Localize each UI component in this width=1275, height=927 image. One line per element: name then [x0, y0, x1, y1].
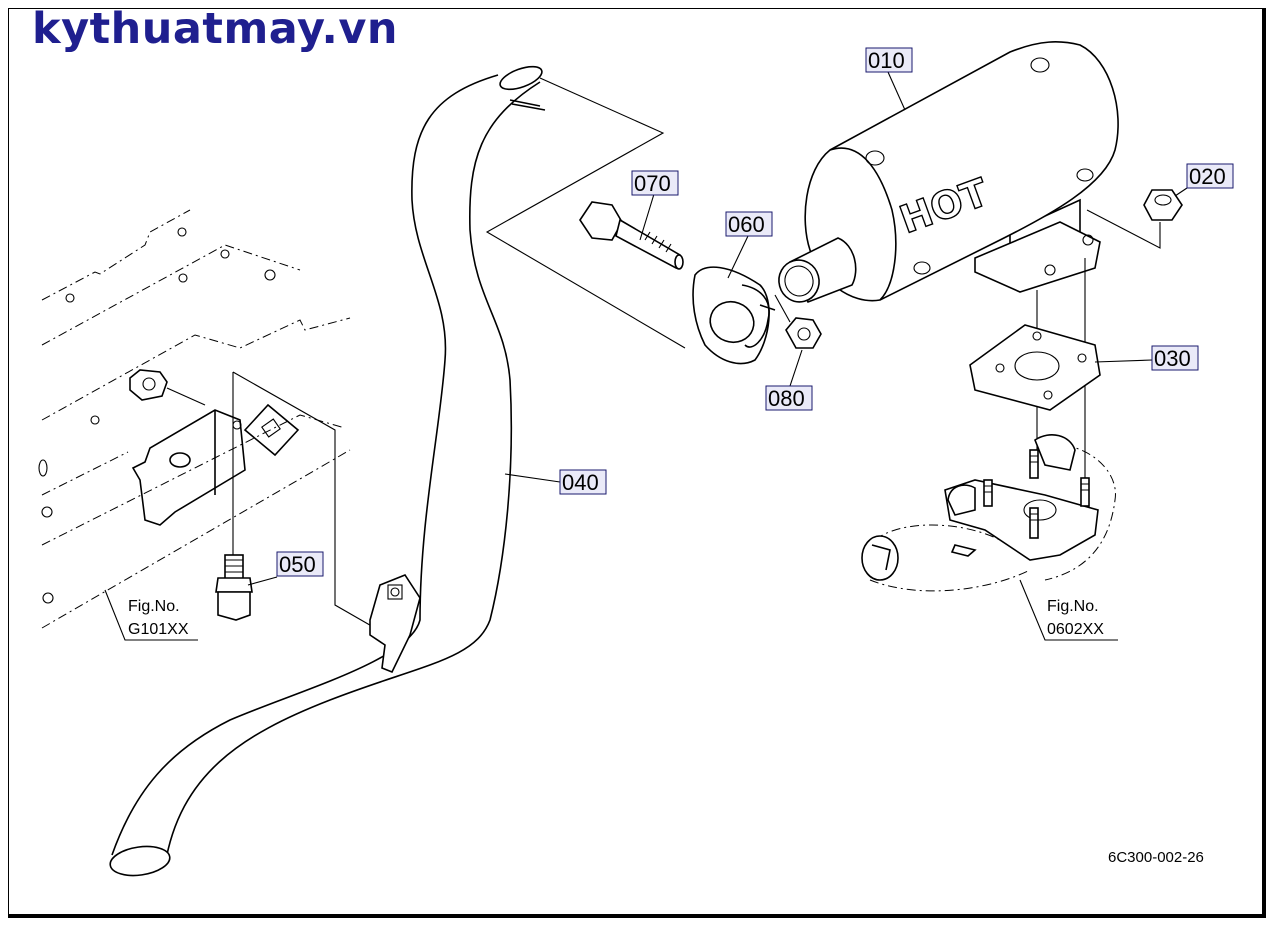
fig-ref-0602xx: Fig.No. 0602XX [1019, 579, 1118, 641]
tag-030-text: 030 [1154, 346, 1191, 371]
part-030-gasket [969, 324, 1101, 411]
frame-bracket [131, 403, 300, 526]
tag-020-text: 020 [1189, 164, 1226, 189]
guide-line-pipe-clamp [485, 77, 686, 349]
frame-phantom [38, 209, 351, 629]
tag-050 [276, 551, 324, 577]
frame-nut [129, 369, 206, 406]
exhaust-manifold-phantom [861, 434, 1116, 592]
tag-080 [765, 385, 813, 411]
part-080-nut [774, 294, 822, 349]
tag-070-text: 070 [634, 171, 671, 196]
leader-080: 080 [765, 349, 813, 411]
fig-ref-g101xx-line1: Fig.No. [128, 598, 180, 615]
part-060-clamp [692, 266, 776, 365]
tag-060 [725, 211, 773, 237]
leader-070: 070 [631, 170, 679, 241]
tag-010 [865, 47, 913, 73]
leader-020: 020 [1174, 163, 1234, 197]
fig-ref-0602xx-line2: 0602XX [1047, 621, 1104, 638]
tag-030 [1151, 345, 1199, 371]
guide-line-bracket [232, 371, 376, 629]
site-watermark: kythuatmay.vn [32, 4, 399, 54]
drawing-frame [8, 8, 1266, 918]
leader-030: 030 [1094, 345, 1199, 371]
drawing-code: 6C300-002-26 [1108, 849, 1204, 866]
fig-ref-g101xx-line2: G101XX [128, 621, 189, 638]
part-050-bolt [215, 554, 253, 621]
fig-ref-0602xx-line1: Fig.No. [1047, 598, 1099, 615]
part-070-bolt [579, 201, 684, 270]
leader-010: 010 [865, 47, 913, 111]
tag-010-text: 010 [868, 48, 905, 73]
tag-040-text: 040 [562, 470, 599, 495]
part-010-muffler: HOT [778, 41, 1119, 304]
leader-060: 060 [725, 211, 773, 279]
tag-080-text: 080 [768, 386, 805, 411]
part-020-nut [1086, 189, 1183, 249]
tag-070 [631, 170, 679, 196]
tag-060-text: 060 [728, 212, 765, 237]
part-040-exhaust-pipe [109, 65, 546, 877]
tag-040 [559, 469, 607, 495]
leader-040: 040 [504, 469, 607, 495]
fig-ref-g101xx: Fig.No. G101XX [104, 589, 198, 641]
tag-050-text: 050 [279, 552, 316, 577]
leader-050: 050 [247, 551, 324, 586]
tag-020 [1186, 163, 1234, 189]
